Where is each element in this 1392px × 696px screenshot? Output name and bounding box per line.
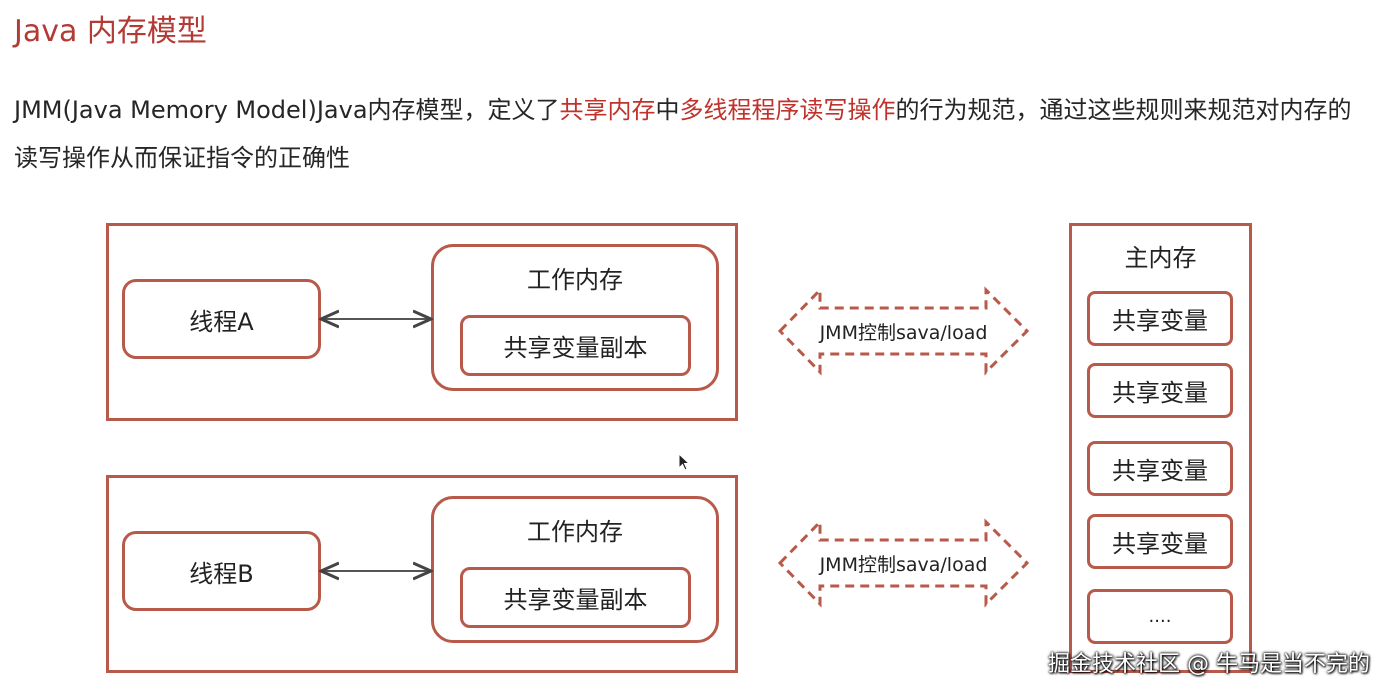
work-memory-a-label: 工作内存 [527, 266, 623, 294]
shared-copy-a-label: 共享变量副本 [503, 334, 648, 362]
para-text-3: 的行为规范，通过这些规则来规范对内存的读写操作从而保证指令的正确性 [14, 96, 1352, 172]
shared-var-more-label: .... [1148, 606, 1172, 627]
shared-var-3: 共享变量 [1087, 441, 1233, 496]
jmm-label-b: JMM控制sava/load [819, 554, 988, 576]
jmm-arrow-a [777, 286, 1030, 376]
jmm-label-a: JMM控制sava/load [819, 322, 988, 344]
shared-copy-b-box: 共享变量副本 [460, 567, 691, 628]
mouse-pointer-icon [678, 453, 691, 471]
para-text-2: 中 [655, 96, 680, 124]
jmm-arrow-b [777, 518, 1030, 608]
shared-var-1: 共享变量 [1087, 291, 1233, 346]
shared-copy-a-box: 共享变量副本 [460, 315, 691, 376]
highlight-shared-memory: 共享内存 [559, 96, 656, 124]
thread-b-label: 线程B [189, 559, 254, 588]
main-memory-title: 主内存 [1124, 244, 1197, 272]
shared-var-1-label: 共享变量 [1112, 307, 1208, 335]
watermark: 掘金技术社区 @ 牛马是当不完的 [1048, 652, 1370, 677]
shared-var-4: 共享变量 [1087, 514, 1233, 569]
description-paragraph: JMM(Java Memory Model)Java内存模型，定义了共享内存中多… [14, 86, 1364, 182]
shared-var-more: .... [1087, 589, 1233, 644]
shared-var-2-label: 共享变量 [1112, 379, 1208, 407]
work-memory-b-label: 工作内存 [527, 518, 623, 546]
para-text-1: JMM(Java Memory Model)Java内存模型，定义了 [14, 96, 560, 124]
shared-var-3-label: 共享变量 [1112, 457, 1208, 485]
thread-a-label: 线程A [189, 307, 254, 336]
page-title: Java 内存模型 [14, 14, 207, 49]
shared-copy-b-label: 共享变量副本 [503, 586, 648, 614]
shared-var-2: 共享变量 [1087, 363, 1233, 418]
highlight-multithread-rw: 多线程程序读写操作 [679, 96, 896, 124]
shared-var-4-label: 共享变量 [1112, 530, 1208, 558]
thread-b-box: 线程B [122, 531, 321, 611]
